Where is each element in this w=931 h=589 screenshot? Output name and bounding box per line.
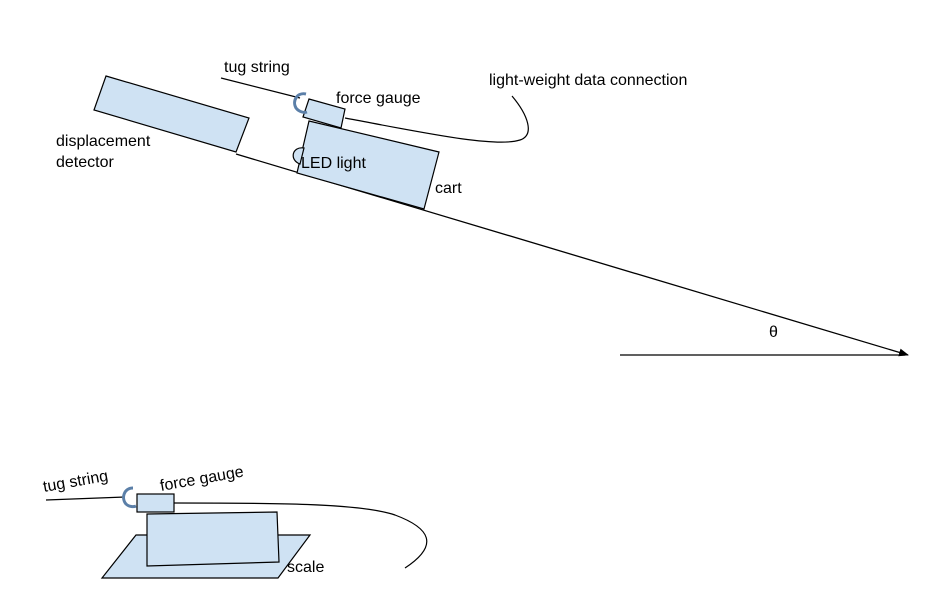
- data-connection-label: light-weight data connection: [489, 72, 687, 89]
- force-gauge-label-bottom: force gauge: [159, 464, 245, 495]
- angle-label: θ: [769, 324, 778, 341]
- tug-string-label-bottom: tug string: [42, 468, 110, 496]
- tug-string-line-bottom: [45, 496, 126, 501]
- data-connection-wire-bottom: [173, 502, 428, 569]
- led-light-label: LED light: [301, 155, 366, 172]
- tug-string-label: tug string: [224, 59, 290, 76]
- tug-string-line: [220, 77, 301, 99]
- cart-label: cart: [435, 180, 462, 197]
- scale-label: scale: [287, 559, 324, 576]
- hook-icon: [293, 92, 308, 114]
- displacement-detector-label-line1: displacement: [56, 133, 151, 150]
- force-gauge-label: force gauge: [336, 90, 421, 107]
- displacement-detector-label-line2: detector: [56, 154, 114, 171]
- scale-setup: tug string force gauge scale: [42, 464, 428, 579]
- led-light-icon: [292, 147, 305, 165]
- force-gauge-box-bottom: [136, 493, 175, 513]
- hook-icon-bottom: [122, 486, 137, 509]
- displacement-detector-box: [93, 75, 250, 153]
- data-connection-wire: [344, 95, 529, 143]
- cart-body-bottom: [146, 511, 280, 567]
- incline-setup: tug string force gauge light-weight data…: [56, 59, 909, 357]
